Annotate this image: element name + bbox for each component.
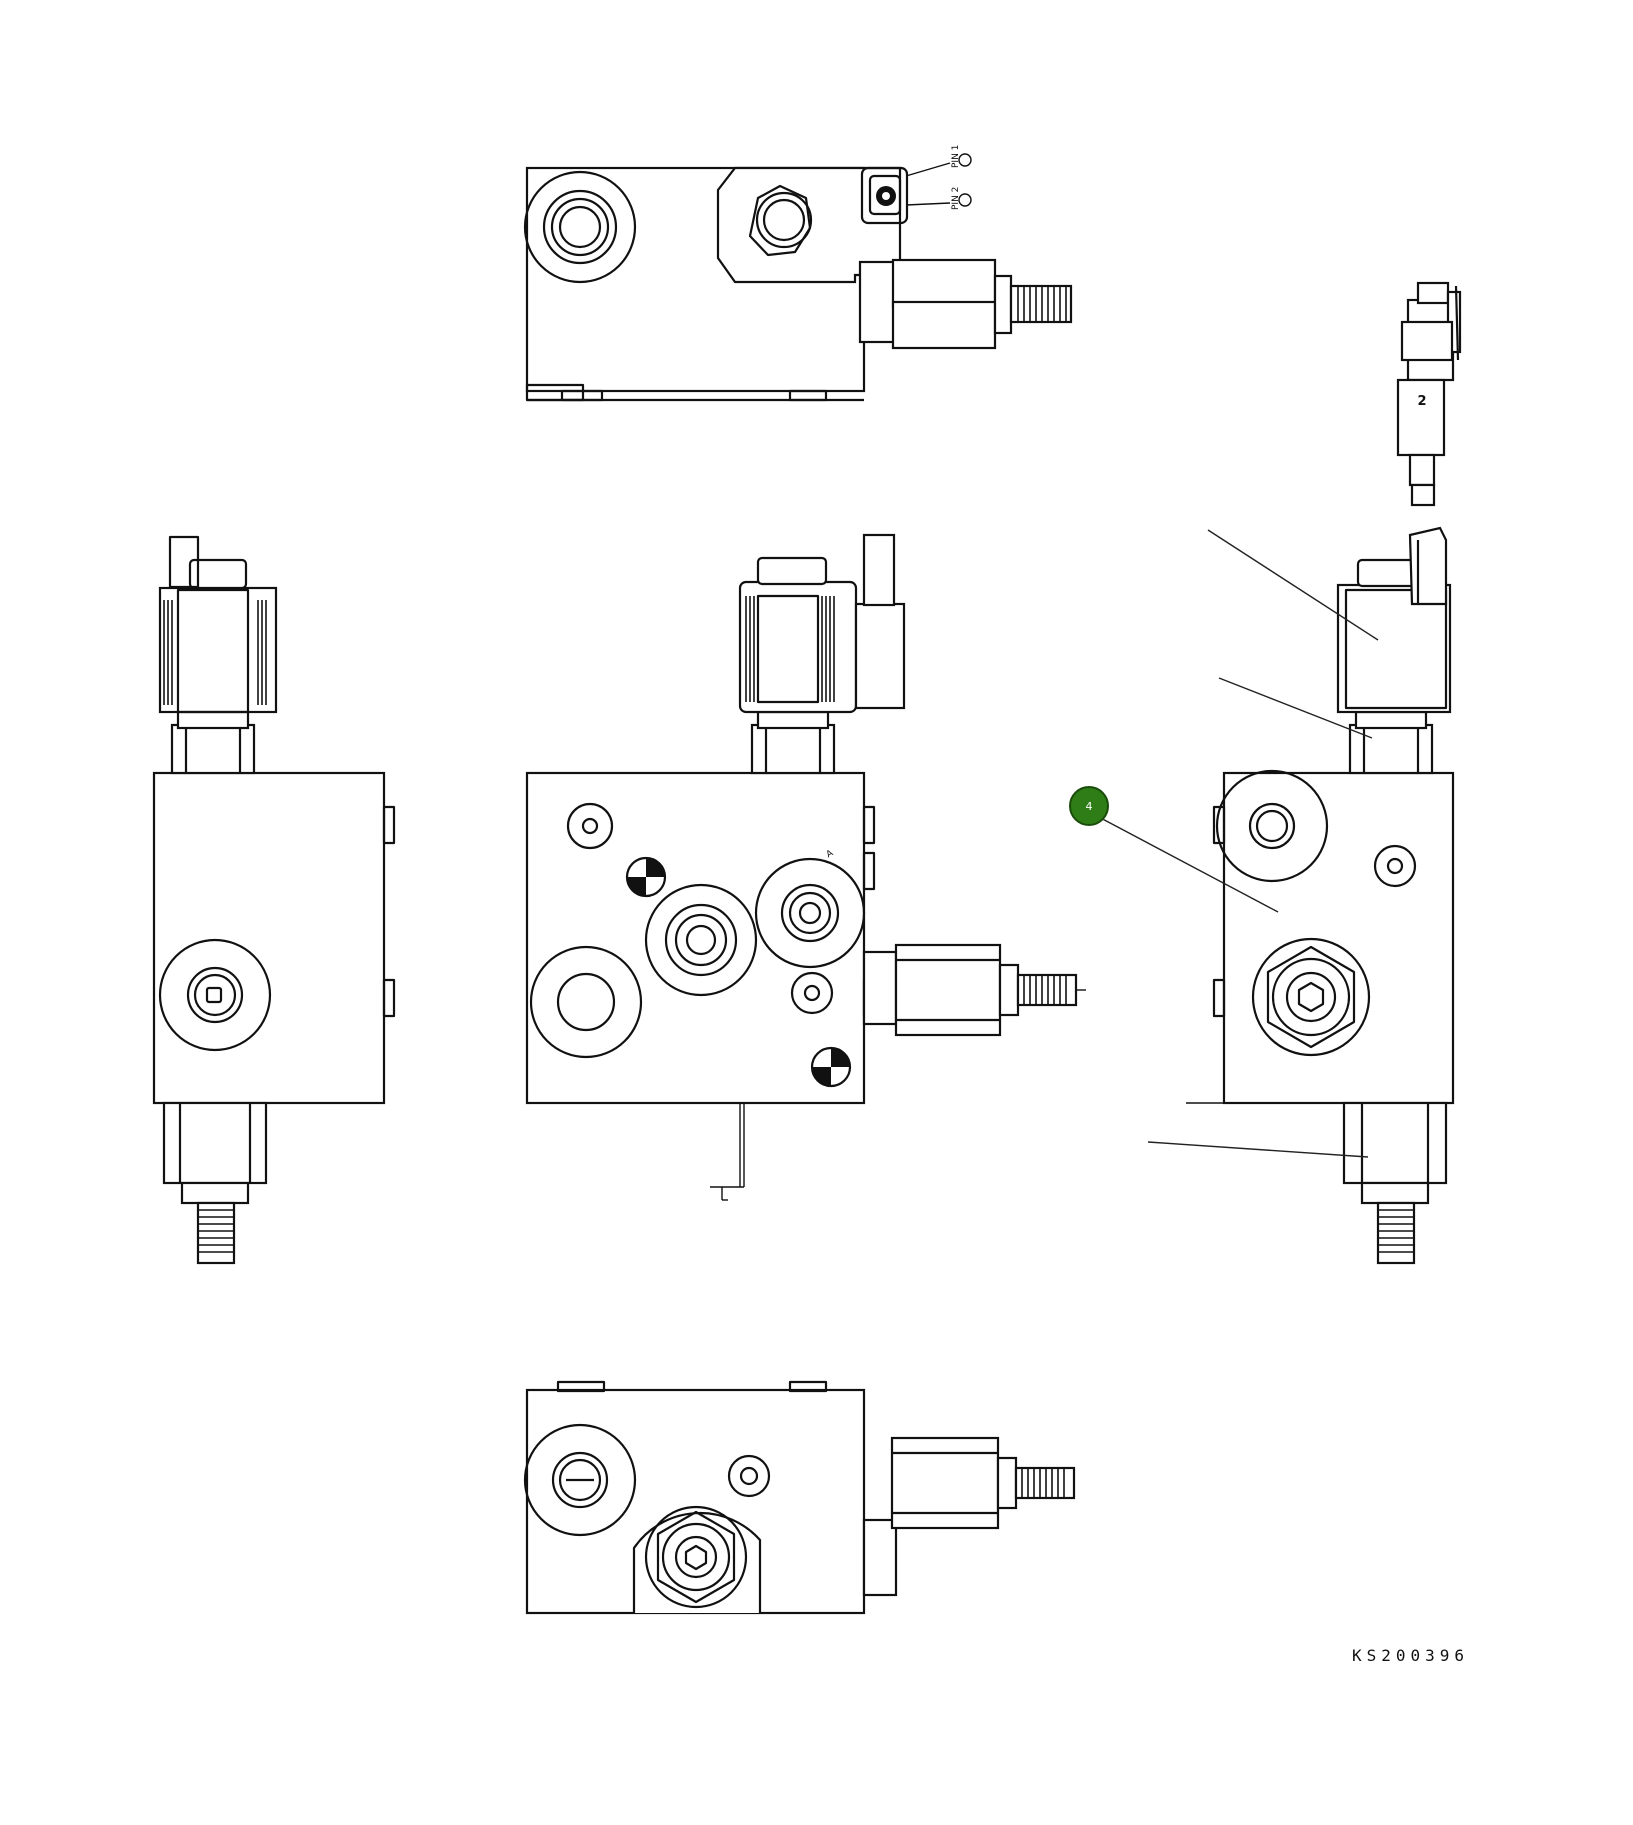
leader-lines xyxy=(1094,529,1379,1158)
top-view: PIN 1 PIN 2 xyxy=(523,145,1073,402)
front-view: A xyxy=(525,533,1086,1201)
coil-hatch-left xyxy=(163,600,267,705)
leader-bottom-cartridge xyxy=(1147,1141,1369,1158)
thread-right-view xyxy=(1379,1209,1413,1253)
connector-detail: 2 xyxy=(1396,281,1462,507)
connector-pin-label: 2 xyxy=(1417,394,1426,409)
callout-4[interactable]: 4 xyxy=(1069,786,1109,826)
pin-label-1: PIN 1 xyxy=(951,145,961,168)
coil-hatch-front xyxy=(745,596,835,702)
thread-left-view xyxy=(199,1209,233,1253)
left-side-view xyxy=(152,535,396,1265)
callout-4-label: 4 xyxy=(1086,800,1093,813)
svg-text:A: A xyxy=(825,848,836,860)
pin-label-2: PIN 2 xyxy=(951,187,961,210)
thread-front-view xyxy=(1023,976,1067,1004)
leader-coil xyxy=(1207,529,1379,641)
thread-bottom-view xyxy=(1021,1469,1065,1497)
thread-top-view xyxy=(1017,287,1067,321)
right-side-view xyxy=(1186,526,1455,1265)
bottom-view xyxy=(523,1380,1076,1615)
drawing-id: KS200396 xyxy=(1352,1646,1470,1665)
leader-nut xyxy=(1218,677,1373,739)
leader-callout-4 xyxy=(1094,814,1279,913)
